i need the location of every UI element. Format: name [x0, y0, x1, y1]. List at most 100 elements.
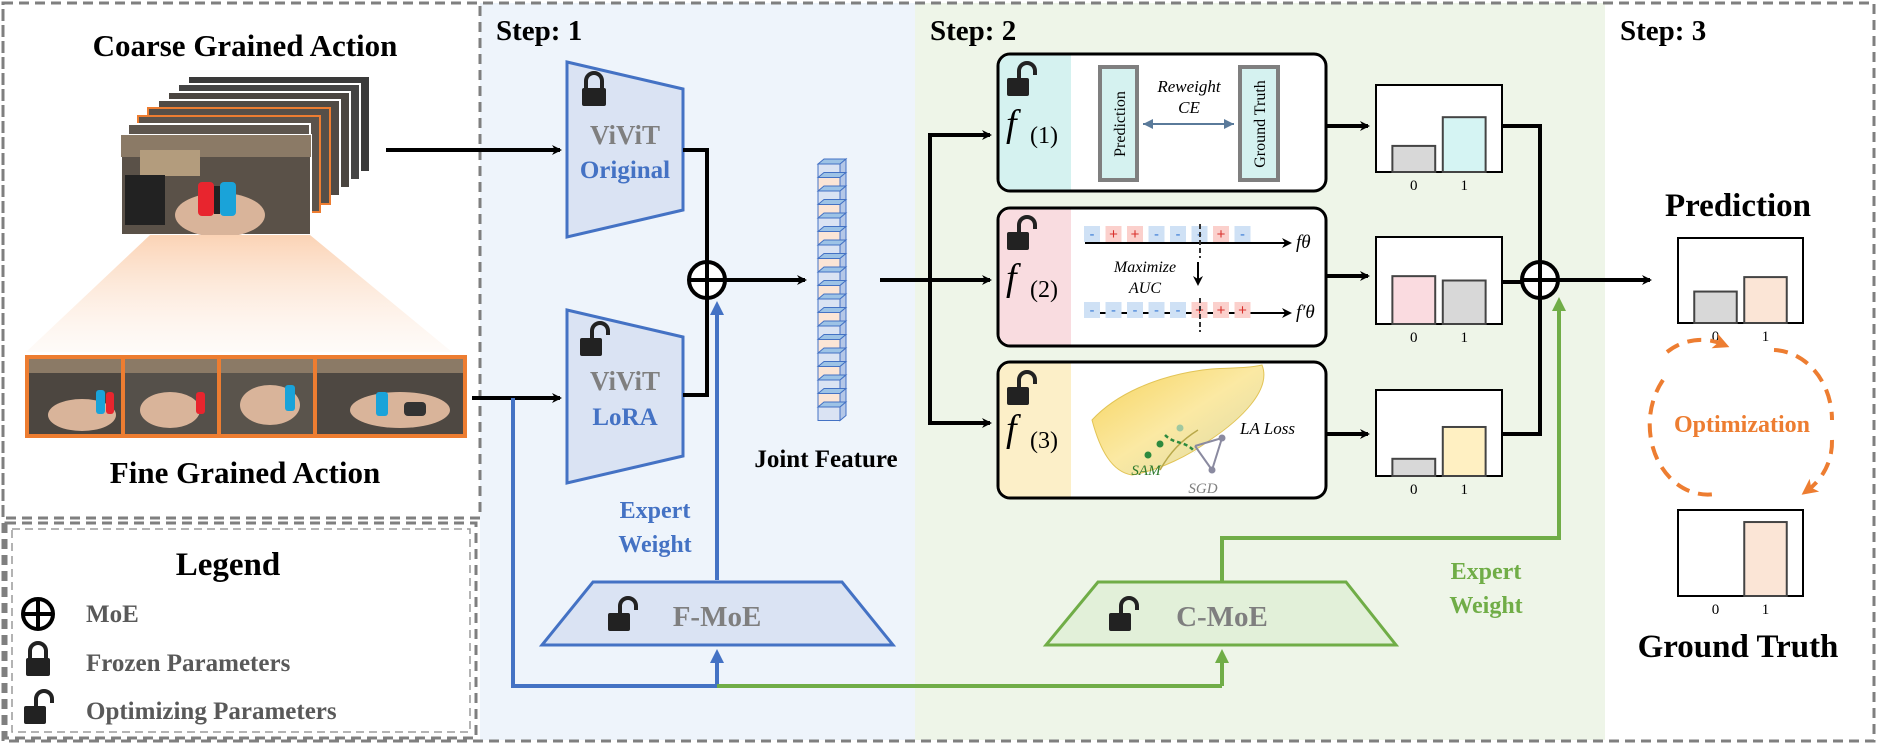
legend-moe: MoE	[86, 601, 139, 628]
vivit-lora-encoder: ViViT LoRA	[565, 308, 685, 485]
fine-frames-strip	[25, 355, 467, 438]
legend-panel-border	[4, 521, 478, 740]
c-moe-block: C-MoE	[1042, 580, 1400, 647]
legend-panel-border-inner	[11, 528, 471, 733]
fine-to-fmoe-line	[511, 398, 717, 688]
sign-token-label: -	[1154, 302, 1159, 319]
tick-label-0: 0	[1712, 602, 1720, 618]
front-video-frame	[120, 134, 312, 237]
moe-node-step2	[1520, 260, 1560, 300]
f3-subscript: (3)	[1030, 428, 1058, 454]
tick-label-1: 1	[1762, 602, 1770, 618]
minus-sign-token	[1084, 302, 1100, 318]
bar-1	[1441, 279, 1487, 325]
minus-sign-token	[1170, 226, 1186, 242]
sign-token-label: -	[1176, 226, 1181, 243]
f3-loss-label: LA Loss	[1239, 419, 1295, 438]
head-f1: f (1) Prediction Ground Truth Reweight C…	[996, 52, 1328, 193]
minus-sign-token	[1148, 302, 1165, 318]
f2-label-bottom: f′θ	[1296, 302, 1315, 323]
tick-label-1: 1	[1762, 329, 1770, 345]
step3-title: Step: 3	[1620, 15, 1706, 47]
step1-title: Step: 1	[496, 15, 582, 47]
f1-loss-line1: Reweight	[1156, 77, 1222, 96]
sign-token-label: -	[1154, 226, 1159, 243]
bar-1	[1743, 521, 1788, 597]
sign-token-label: +	[1217, 302, 1226, 319]
moe-node-step1	[687, 260, 727, 300]
optimization-loop	[1647, 333, 1835, 497]
feature-to-f3-arrow	[928, 280, 992, 428]
minus-sign-token	[1084, 226, 1100, 242]
plus-sign-token	[1127, 226, 1143, 242]
lock-open-icon	[22, 689, 54, 726]
sign-token-label: +	[1217, 226, 1226, 243]
expert-weight-f-line1: Expert	[620, 498, 691, 524]
vivit-original-sub: Original	[580, 157, 670, 184]
f1-subscript: (1)	[1030, 123, 1058, 149]
minus-sign-token	[1234, 226, 1251, 242]
sign-token-label: -	[1090, 302, 1095, 319]
minus-sign-token	[1127, 302, 1143, 318]
loss-landscape-surface	[1091, 364, 1265, 476]
head-f2: f (2) -++---+- -----+++ fθ f′θ Maximize …	[996, 206, 1328, 348]
vivit-original-name: ViViT	[590, 120, 660, 150]
f-moe-block: F-MoE	[538, 580, 897, 647]
joint-feature-column	[816, 157, 848, 422]
f1-loss-line2: CE	[1178, 98, 1200, 117]
tick-label-1: 1	[1460, 330, 1468, 346]
vivit-lora-name: ViViT	[590, 366, 660, 396]
optimization-label: Optimization	[1674, 412, 1810, 438]
tick-label-1: 1	[1460, 178, 1468, 194]
chart3-to-moe-line	[1502, 298, 1542, 436]
zoom-wedge	[26, 235, 452, 352]
sign-token-label: -	[1111, 302, 1116, 319]
sign-token-label: -	[1133, 302, 1138, 319]
lora-to-moe-line	[683, 298, 709, 397]
f1-prediction-label: Prediction	[1112, 91, 1129, 157]
tick-label-0: 0	[1410, 178, 1418, 194]
chart1-to-moe-line	[1502, 124, 1542, 262]
video-frame-stack	[120, 75, 371, 237]
f2-method-line2: AUC	[1128, 280, 1161, 297]
sign-token-label: -	[1090, 226, 1095, 243]
minus-sign-token	[1148, 226, 1165, 242]
f2-subscript: (2)	[1030, 277, 1058, 303]
expert-weight-c-line1: Expert	[1451, 559, 1522, 585]
vivit-lora-sub: LoRA	[592, 404, 657, 431]
f3-sam-label: SAM	[1131, 463, 1162, 479]
bar-1	[1441, 116, 1487, 174]
prediction-title: Prediction	[1665, 188, 1811, 224]
vivit-original-encoder: ViViT Original	[565, 60, 685, 239]
fine-action-title: Fine Grained Action	[110, 455, 380, 490]
ground-truth-title: Ground Truth	[1638, 629, 1839, 665]
cmoe-to-moe-line	[1220, 297, 1566, 582]
moe-symbol-icon	[21, 597, 55, 631]
f2-method-line1: Maximize	[1113, 259, 1176, 276]
legend-frozen: Frozen Parameters	[86, 650, 291, 677]
expert-weight-f-line2: Weight	[618, 532, 691, 558]
original-to-moe-line	[683, 148, 709, 262]
expert-weight-c-line2: Weight	[1449, 593, 1522, 619]
bar-0	[1693, 290, 1738, 324]
bar-1	[1441, 425, 1487, 478]
plus-sign-token	[1213, 302, 1229, 318]
plus-sign-token	[1105, 226, 1122, 242]
legend-title: Legend	[176, 547, 281, 583]
bar-1	[1743, 276, 1788, 325]
feature-cell	[817, 406, 841, 421]
tick-label-0: 0	[1410, 330, 1418, 346]
joint-feature-label: Joint Feature	[754, 446, 897, 473]
step2-title: Step: 2	[930, 15, 1016, 47]
sign-token-label: -	[1176, 302, 1181, 319]
f3-sgd-label: SGD	[1188, 481, 1217, 497]
f2-label-top: fθ	[1296, 232, 1311, 253]
sign-token-label: +	[1109, 226, 1118, 243]
sign-token-label: +	[1131, 226, 1140, 243]
sign-token-label: -	[1240, 226, 1245, 243]
